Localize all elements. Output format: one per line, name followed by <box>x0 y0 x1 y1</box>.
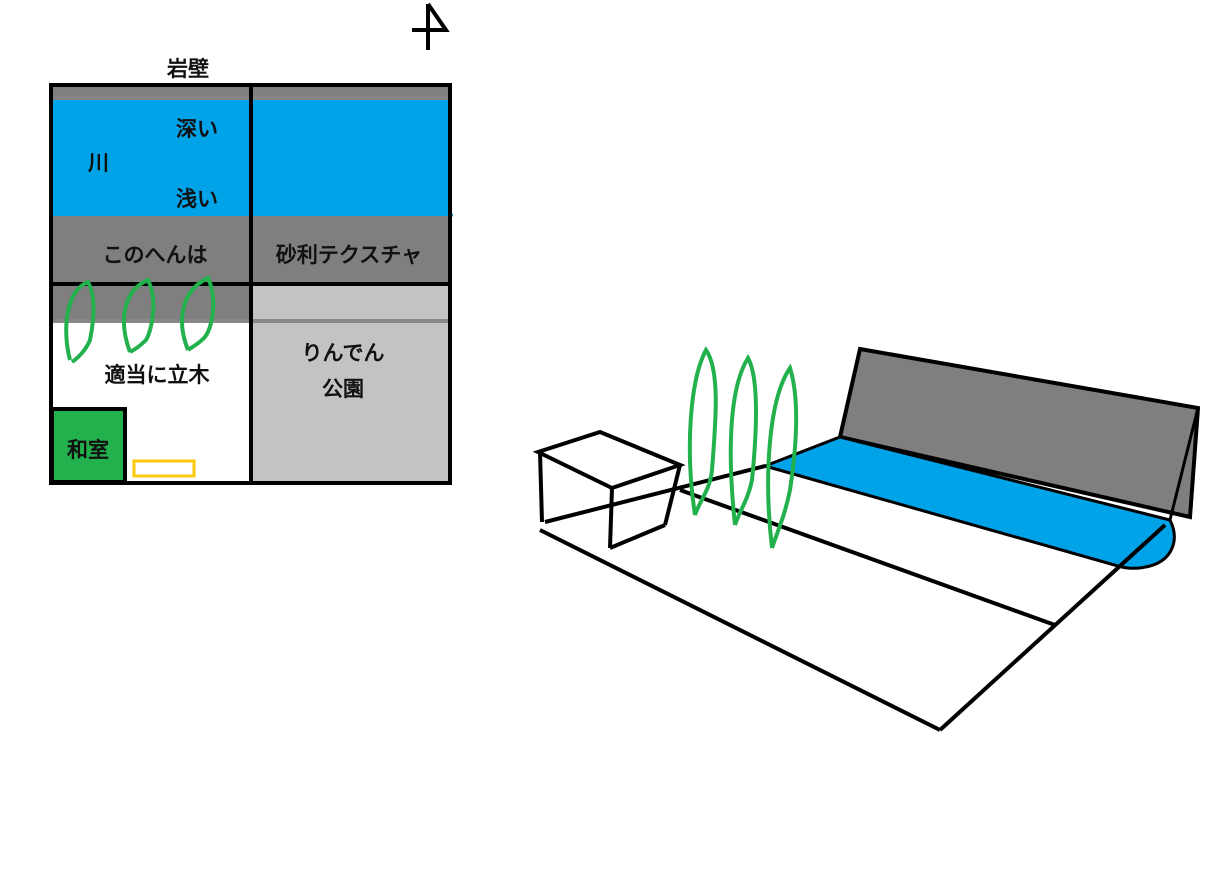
tree-icons-perspective <box>687 346 799 549</box>
japanese-room <box>50 407 127 484</box>
label-gravel-texture: 砂利テクスチャ <box>276 243 422 267</box>
site-plan-map <box>49 83 453 485</box>
cliff-wall <box>837 346 1201 520</box>
label-trees: 適当に立木 <box>105 363 211 387</box>
label-around-here: このへんは <box>103 243 208 267</box>
perspective-sketch <box>532 346 1201 732</box>
label-cliff: 岩壁 <box>166 57 209 81</box>
ground-lines <box>539 464 1167 732</box>
label-deep: 深い <box>176 117 218 141</box>
yellow-marker <box>132 459 196 478</box>
label-park-line2: 公園 <box>322 377 364 401</box>
label-shallow: 浅い <box>176 187 218 211</box>
north-arrow-icon <box>412 2 450 50</box>
label-japanese-room: 和室 <box>67 438 109 462</box>
label-park-line1: りんでん <box>302 341 385 365</box>
tree-icons-plan <box>64 275 216 364</box>
river-perspective <box>760 435 1176 570</box>
table-box <box>532 429 686 550</box>
label-river: 川 <box>87 151 109 175</box>
park-zone <box>251 285 449 482</box>
